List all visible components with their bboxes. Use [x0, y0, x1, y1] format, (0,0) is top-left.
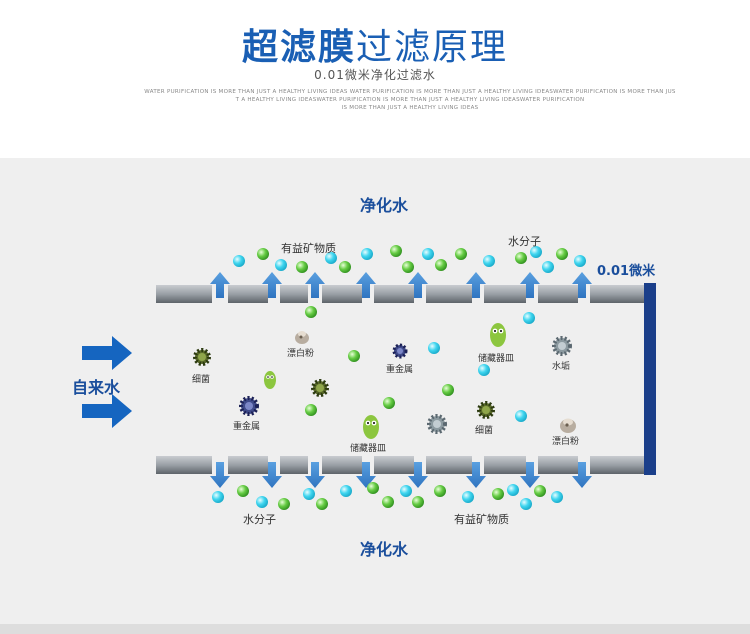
bacteria-icon — [477, 401, 495, 419]
tagline-line-2: T A HEALTHY LIVING IDEASWATER PURIFICATI… — [235, 97, 585, 103]
heavy-metal-label-1: 重金属 — [386, 365, 414, 375]
water-molecule-top-label: 水分子 — [508, 235, 541, 248]
bottom-membrane — [156, 456, 644, 474]
scale-icons — [427, 336, 572, 434]
page-title: 超滤膜过滤原理 — [0, 18, 750, 70]
pore-size-label: 0.01微米 — [597, 264, 656, 279]
inner-particles — [305, 306, 535, 422]
bacteria-label-2: 细菌 — [475, 426, 494, 436]
bacteria-icon — [311, 379, 329, 397]
heavy-metal-label-2: 重金属 — [233, 422, 261, 432]
minerals-top-label: 有益矿物质 — [281, 242, 336, 255]
bottom-particles — [212, 482, 563, 510]
bacteria-icons — [193, 348, 495, 419]
purified-water-bottom-label: 净化水 — [360, 540, 409, 559]
scale-icon — [552, 336, 572, 356]
heavy-metal-icon — [239, 396, 259, 416]
heavy-metal-icons — [239, 343, 408, 416]
page-subtitle: 0.01微米净化过滤水 — [314, 68, 436, 82]
minerals-bottom-label: 有益矿物质 — [454, 513, 509, 526]
bacteria-icon — [193, 348, 211, 366]
header-section: 超滤膜过滤原理 0.01微米净化过滤水 WATER PURIFICATION I… — [0, 0, 750, 158]
bleach-icon — [295, 331, 309, 344]
eggs-label-2: 储藏器皿 — [350, 444, 387, 454]
germ-creature-icon — [363, 415, 379, 439]
water-molecule-bottom-label: 水分子 — [243, 513, 276, 526]
inlet-arrows — [82, 336, 132, 428]
pore-arrows-up — [210, 272, 592, 298]
scale-icon — [427, 414, 447, 434]
bleach-icons — [295, 331, 576, 433]
bottom-strip — [0, 624, 750, 634]
bleach-label-2: 漂白粉 — [552, 437, 580, 447]
title-bold: 超滤膜 — [241, 27, 356, 68]
membrane-end-cap — [644, 283, 656, 475]
scale-label: 水垢 — [552, 362, 571, 372]
diagram-panel — [0, 158, 750, 624]
germ-creature-icon — [264, 371, 276, 389]
tap-water-label: 自来水 — [72, 378, 121, 397]
bacteria-label-1: 细菌 — [192, 375, 211, 385]
tagline-line-1: WATER PURIFICATION IS MORE THAN JUST A H… — [144, 89, 676, 95]
bleach-label-1: 漂白粉 — [287, 349, 315, 359]
germ-creature-icons — [264, 323, 506, 439]
top-particles — [233, 245, 586, 273]
heavy-metal-icon — [392, 343, 408, 359]
tagline-line-3: IS MORE THAN JUST A HEALTHY LIVING IDEAS — [341, 105, 479, 111]
top-membrane — [156, 285, 644, 303]
germ-creature-icon — [490, 323, 506, 347]
pore-arrows-down — [210, 462, 592, 488]
bleach-icon — [560, 418, 576, 433]
title-light: 过滤原理 — [356, 27, 509, 68]
purified-water-top-label: 净化水 — [360, 196, 409, 215]
eggs-label-1: 储藏器皿 — [478, 354, 515, 364]
